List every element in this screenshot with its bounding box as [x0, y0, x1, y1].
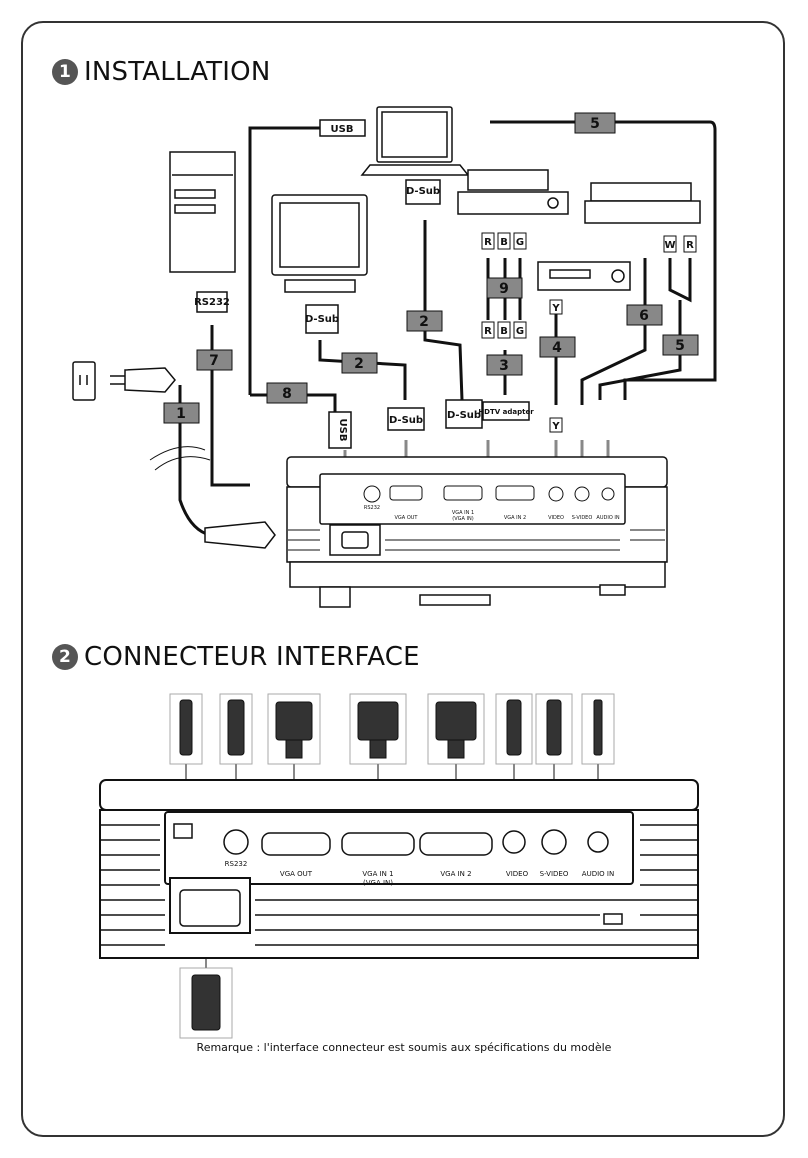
svideo-cable [580, 258, 647, 405]
usb-cable [248, 126, 320, 395]
vga-plug-icon [357, 701, 399, 741]
cable-number: 9 [499, 281, 509, 297]
yellow-label: Y [551, 421, 560, 432]
green-label: G [516, 326, 524, 337]
port-label-video: VIDEO [548, 515, 564, 521]
audio-cable-laptop [490, 120, 717, 400]
vga-plug-icon [435, 701, 477, 741]
dsub-label: D-Sub [406, 186, 440, 197]
rs232-cable [210, 325, 250, 487]
dsub-label: D-Sub [305, 314, 339, 325]
blue-label: B [500, 237, 508, 248]
section-title-text: CONNECTEUR INTERFACE [84, 642, 420, 672]
power-inlet-icon [179, 889, 241, 927]
rs232-label: RS232 [194, 297, 230, 308]
usb-plug-icon [179, 699, 193, 756]
usb-label: USB [331, 124, 354, 135]
usb-port-icon [173, 823, 193, 839]
interface-diagram: RS232 VGA OUT VGA IN 1 (VGA IN) VGA IN 2… [99, 693, 699, 1039]
svideo-plug-icon [546, 699, 562, 756]
power-connector-icon [204, 521, 276, 549]
section-number-badge: 1 [52, 59, 78, 85]
red-label: R [484, 326, 492, 337]
installation-title: 1 INSTALLATION [52, 57, 270, 87]
cable-number: 6 [639, 308, 649, 324]
cable-number: 2 [354, 356, 364, 372]
interface-title: 2 CONNECTEUR INTERFACE [52, 642, 420, 672]
dsub-cable-laptop [423, 220, 464, 401]
dsub-label: D-Sub [447, 410, 481, 421]
port-label-vga-in2: VGA IN 2 [440, 870, 471, 878]
vga-plug-icon [275, 701, 313, 741]
pc-tower-icon [169, 151, 236, 273]
port-label-vga-in1-sub: (VGA IN) [363, 879, 393, 887]
green-label: G [516, 237, 524, 248]
port-label-vga-in1: VGA IN 1 [362, 870, 393, 878]
rs232-plug-icon [227, 699, 245, 756]
cable-number: 4 [552, 340, 562, 356]
rs232-port-icon [223, 829, 249, 855]
port-label-svideo: S-VIDEO [572, 515, 593, 521]
port-label-video: VIDEO [506, 870, 529, 878]
power-plug-icon [191, 974, 221, 1031]
red-label: R [484, 237, 492, 248]
wall-outlet-icon [72, 361, 96, 401]
vcr-icon [537, 261, 631, 291]
connector-thumbnails [179, 699, 603, 1031]
vga-in2-port-icon [419, 832, 493, 856]
lock-slot-icon [603, 913, 623, 925]
blue-label: B [500, 326, 508, 337]
hdtv-adapter-label: HDTV adapter [478, 408, 534, 416]
cable-number: 2 [419, 314, 429, 330]
port-label-audio-in: AUDIO IN [582, 870, 614, 878]
audio-in-port-icon [587, 831, 609, 853]
usb-label: USB [337, 419, 348, 442]
port-label-rs232: RS232 [225, 860, 248, 868]
cable-number: 3 [499, 358, 509, 374]
monitor-icon [271, 194, 368, 293]
cable-number: 8 [282, 386, 292, 402]
port-label-vga-in1: VGA IN 1 [452, 510, 474, 516]
power-plug-icon [110, 367, 176, 393]
cable-number: 5 [675, 338, 685, 354]
dvd-player-icon [457, 169, 701, 224]
svideo-port-icon [541, 829, 567, 855]
cable-number: 1 [176, 406, 186, 422]
red-label: R [686, 240, 694, 251]
section-title-text: INSTALLATION [84, 57, 271, 87]
page-frame [21, 21, 785, 1137]
cable-number-labels: 1 2 2 3 4 5 5 6 7 8 9 [176, 116, 685, 422]
port-label-svideo: S-VIDEO [540, 870, 569, 878]
video-port-icon [502, 830, 526, 854]
projector-back-icon [99, 779, 699, 959]
dsub-label: D-Sub [389, 415, 423, 426]
white-label: W [664, 240, 675, 251]
port-label-vga-out: VGA OUT [280, 870, 313, 878]
laptop-icon [360, 106, 470, 176]
cable-number: 7 [209, 353, 219, 369]
port-label-audio-in: AUDIO IN [596, 515, 619, 521]
yellow-label: Y [551, 303, 560, 314]
vga-out-port-icon [261, 832, 331, 856]
interface-ports [173, 823, 623, 927]
model-note: Remarque : l'interface connecteur est so… [196, 1041, 612, 1054]
port-label-vga-out: VGA OUT [395, 515, 419, 521]
port-label-vga-in2: VGA IN 2 [504, 515, 526, 521]
projector-icon [286, 456, 668, 608]
rca-plug-icon [506, 699, 522, 756]
section-number-badge: 2 [52, 644, 78, 670]
port-label-vga-in1-sub: (VGA IN) [452, 516, 473, 522]
cable-number-tags [163, 112, 699, 424]
projector-ports [363, 485, 615, 503]
audio-plug-icon [593, 699, 603, 756]
port-label-rs232: RS232 [364, 505, 380, 511]
vga-in1-port-icon [341, 832, 415, 856]
cable-number: 5 [590, 116, 600, 132]
installation-diagram: 1 2 2 3 4 5 5 6 7 8 9 USB USB RS232 D-Su… [72, 106, 717, 608]
